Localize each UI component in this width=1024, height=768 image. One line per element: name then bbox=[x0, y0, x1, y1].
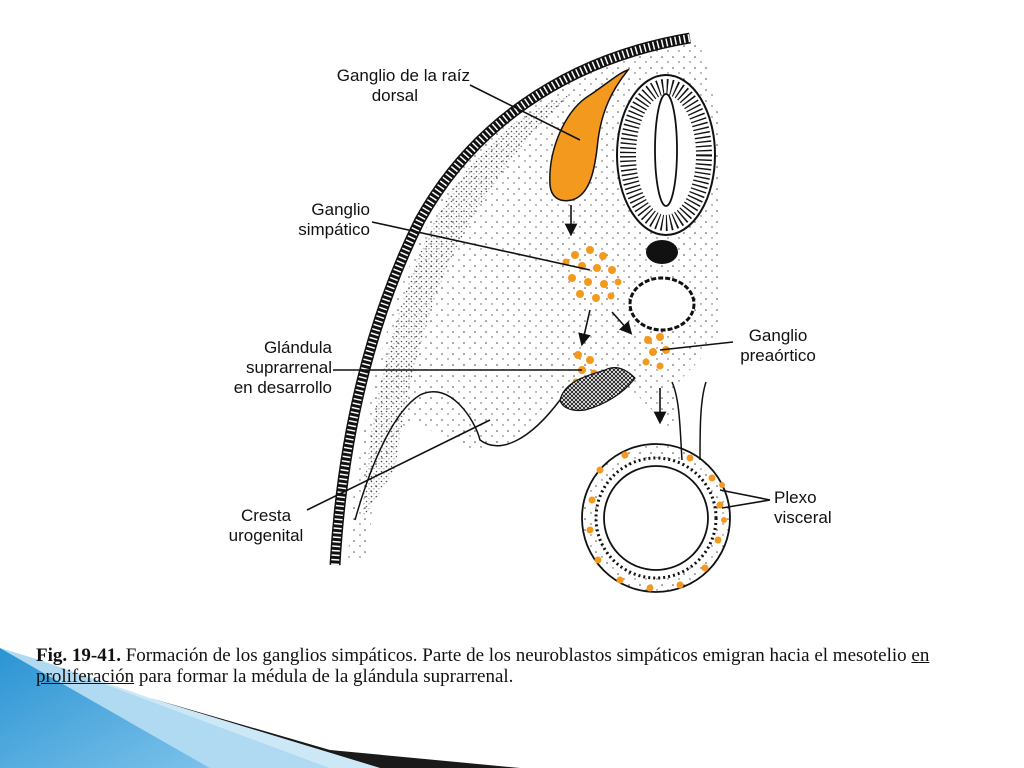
label-line: Glándula bbox=[263, 338, 332, 357]
leader-lines bbox=[306, 84, 771, 511]
visceral-plexus-cells bbox=[586, 451, 727, 592]
caption-text-part-2: para formar la médula de la glándula sup… bbox=[134, 666, 514, 687]
label-line: visceral bbox=[774, 508, 832, 527]
label-dorsal-root-ganglion: Ganglio de la raíz dorsal bbox=[290, 66, 470, 106]
arrow-sympathetic-to-preaortic bbox=[611, 311, 633, 335]
arrow-sympathetic-to-adrenal bbox=[578, 309, 591, 347]
figure-caption: Fig. 19-41. Formación de los ganglios si… bbox=[36, 645, 1006, 687]
label-line: preaórtico bbox=[740, 346, 816, 365]
label-line: Ganglio bbox=[748, 326, 808, 345]
label-visceral-plexus: Plexo visceral bbox=[774, 488, 854, 528]
dorsal-root-ganglion bbox=[549, 68, 630, 202]
preaortic-ganglion-cells bbox=[642, 333, 670, 370]
label-line: urogenital bbox=[228, 526, 304, 545]
label-line: simpático bbox=[298, 220, 370, 239]
label-line: Plexo bbox=[774, 488, 817, 507]
migration-arrows bbox=[564, 205, 667, 425]
urogenital-ridge-outline bbox=[354, 391, 561, 521]
gut-lumen bbox=[603, 465, 709, 571]
dorsal-aorta bbox=[628, 276, 696, 332]
notochord bbox=[646, 240, 678, 264]
label-line: Cresta bbox=[240, 506, 292, 525]
label-preaortic-ganglion: Ganglio preaórtico bbox=[728, 326, 828, 366]
label-line: suprarrenal bbox=[246, 358, 332, 377]
label-line: Ganglio bbox=[311, 200, 370, 219]
label-line: dorsal bbox=[371, 86, 418, 105]
sympathetic-ganglion-cells bbox=[562, 246, 622, 302]
label-sympathetic-ganglion: Ganglio simpático bbox=[270, 200, 370, 240]
dense-mesenchyme bbox=[362, 95, 570, 520]
caption-text-part-1: Formación de los ganglios simpáticos. Pa… bbox=[125, 645, 912, 666]
caption-underlined-text: en proliferación bbox=[36, 645, 930, 687]
label-adrenal-gland: Glándula suprarrenal en desarrollo bbox=[200, 338, 332, 398]
label-line: Ganglio de la raíz bbox=[336, 66, 470, 85]
figure-number: Fig. 19-41. bbox=[36, 645, 121, 666]
label-line: en desarrollo bbox=[233, 378, 332, 397]
proliferating-mesothelium bbox=[559, 367, 636, 412]
label-urogenital-ridge: Cresta urogenital bbox=[216, 506, 316, 546]
